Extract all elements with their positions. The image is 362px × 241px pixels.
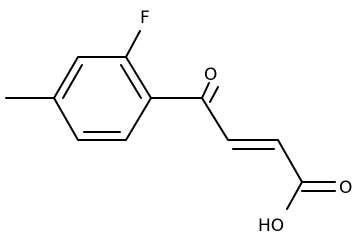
bond-carbonyl-alkene [201,97,229,141]
bond-c2-fluorine [125,30,141,58]
atom-label-fluorine: F [140,8,150,28]
benzene-ring [53,56,152,141]
bond-alkene-acid-carbon [277,139,303,183]
ring-bond-c3-c4 [53,56,79,99]
bond-ketone-co-2 [209,86,219,103]
ring-double-bond-inner-c3-c4 [62,64,83,99]
ring-bond-c6-c1 [125,97,152,141]
bond-acid-c-oh [286,181,303,210]
ring-bond-c1-c2 [125,56,152,99]
ring-double-bond-inner-c1-c2 [120,64,142,99]
ring-bond-c4-c5 [53,97,79,141]
bond-ketone-co-1 [201,82,210,99]
atom-label-hydroxyl: HO [258,216,284,236]
atom-label-acid-carbonyl-oxygen: O [339,178,352,198]
atom-label-ketone-oxygen: O [204,65,217,85]
